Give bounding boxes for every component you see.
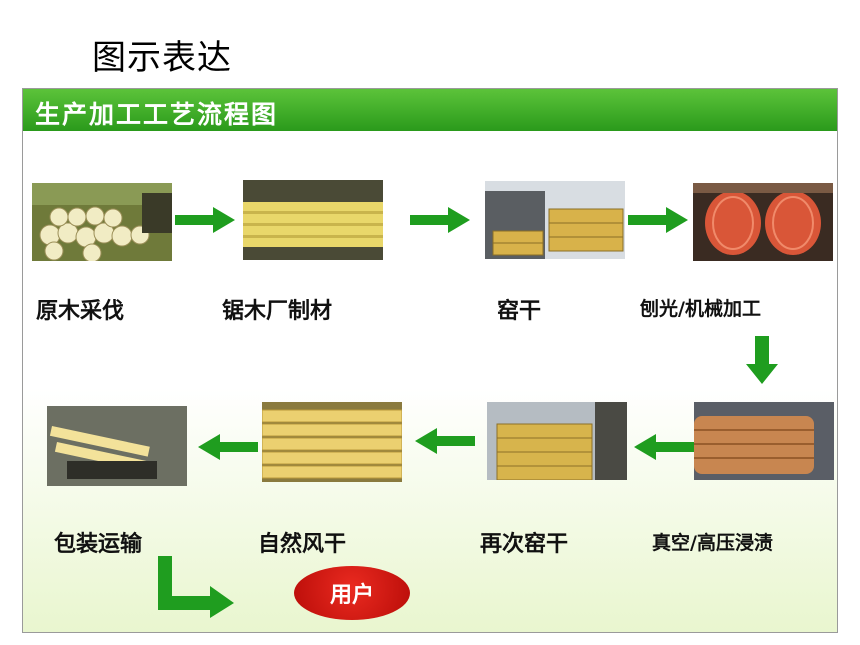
kiln-photo	[485, 181, 625, 259]
page-title: 图示表达	[92, 38, 232, 78]
step-label: 自然风干	[258, 532, 347, 557]
step-label: 锯木厂制材	[222, 299, 333, 324]
process-panel: 生产加工工艺流程图	[22, 88, 838, 633]
step-label: 刨光/机械加工	[640, 298, 761, 320]
sawmill-photo	[243, 180, 383, 260]
panel-header: 生产加工工艺流程图	[23, 89, 837, 131]
left-arrow-icon	[415, 428, 475, 454]
packaging-photo	[47, 406, 187, 486]
user-node: 用户	[294, 566, 410, 620]
step-label: 真空/高压浸渍	[652, 532, 773, 554]
step-label: 原木采伐	[36, 299, 125, 324]
right-arrow-icon	[175, 207, 235, 233]
left-arrow-icon	[198, 434, 258, 460]
step-label: 再次窑干	[480, 532, 569, 557]
left-arrow-icon	[634, 434, 694, 460]
right-arrow-icon	[628, 207, 688, 233]
panel-title: 生产加工工艺流程图	[35, 100, 279, 129]
step-label: 包装运输	[54, 532, 143, 557]
re-kiln-photo	[487, 402, 627, 480]
right-arrow-icon	[410, 207, 470, 233]
impregnation-photo	[694, 402, 834, 480]
logging-photo	[32, 183, 172, 261]
down-arrow-icon	[746, 336, 778, 384]
bent-arrow-icon	[158, 556, 234, 618]
planing-photo	[693, 183, 833, 261]
air-dry-photo	[262, 402, 402, 482]
step-label: 窑干	[497, 299, 542, 324]
